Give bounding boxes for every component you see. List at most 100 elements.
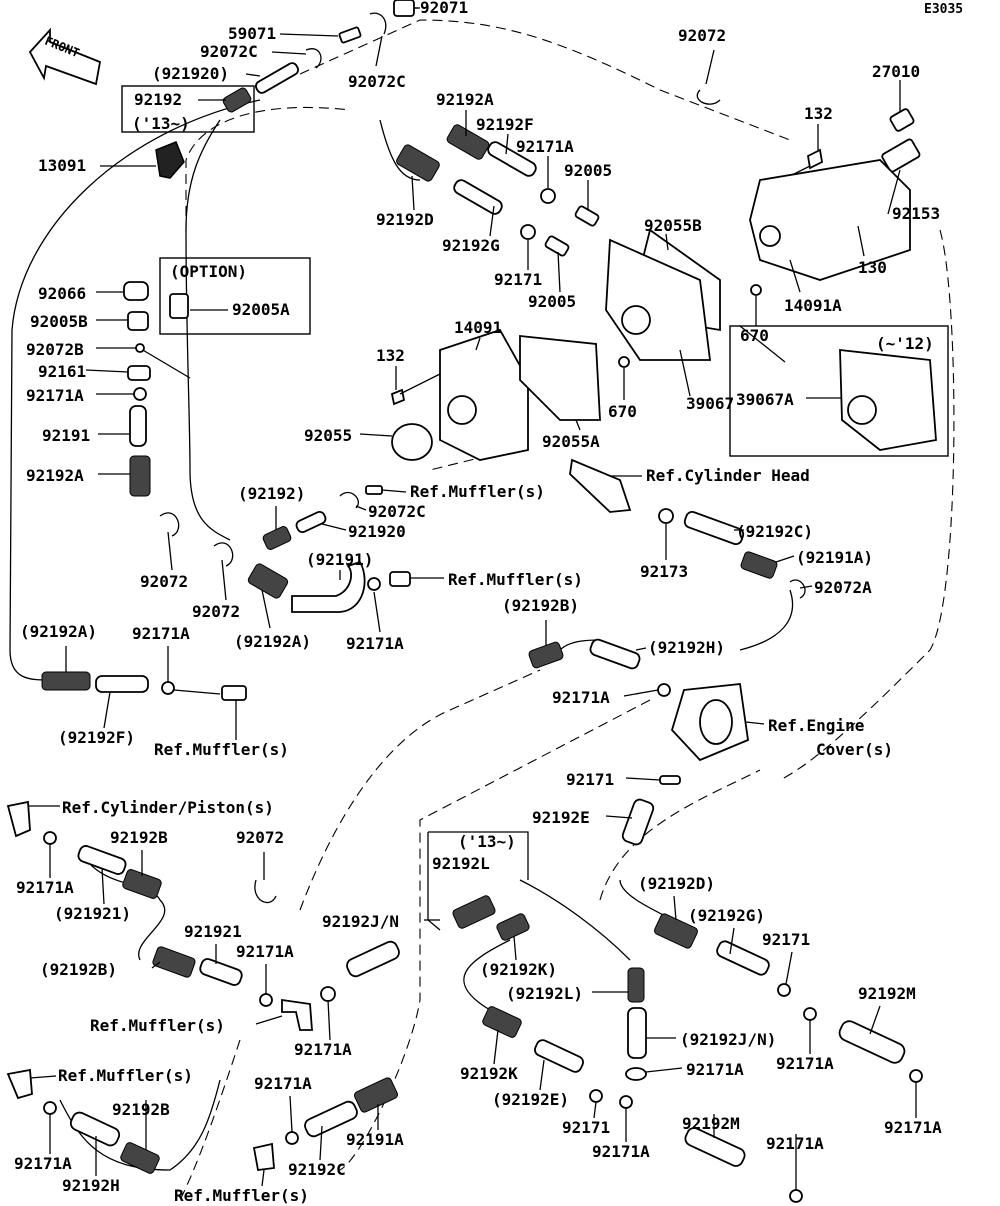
part-label-l92: 92171A bbox=[254, 1074, 312, 1093]
part-label-l91: 92192K bbox=[460, 1064, 518, 1083]
clip-92072-top-icon bbox=[696, 89, 721, 105]
hose-line-left bbox=[185, 119, 231, 541]
fitting-muffler-left-icon bbox=[173, 685, 247, 701]
clip-92072-low-icon bbox=[254, 879, 277, 904]
part-label-l86: (92192J/N) bbox=[680, 1030, 777, 1049]
dashed-guide-right-low bbox=[599, 769, 761, 901]
bolt-132-mid-icon bbox=[390, 373, 441, 406]
clamp-92171a-center-low-icon bbox=[285, 1131, 299, 1145]
part-label-l34: 92171A bbox=[26, 386, 84, 405]
hose-92191-left-icon bbox=[129, 405, 147, 447]
part-label-l93: 92192B bbox=[112, 1100, 170, 1119]
clip-92072a-icon bbox=[789, 579, 806, 599]
hose-92191-mid-icon bbox=[291, 560, 366, 613]
part-label-l08: 92072 bbox=[678, 26, 727, 45]
part-label-l89: Ref.Muffler(s) bbox=[58, 1066, 193, 1085]
cap-92066-icon bbox=[123, 281, 149, 301]
part-label-l53: 92072A bbox=[814, 578, 872, 597]
part-label-l48: (92191) bbox=[306, 550, 374, 569]
spring-92192a-mid-icon bbox=[247, 563, 289, 599]
clip-92072c-icon bbox=[305, 48, 322, 69]
part-label-l50: 92173 bbox=[640, 562, 689, 581]
spring-92192b-bottom-icon bbox=[120, 1142, 160, 1174]
part-label-l63: (92192F) bbox=[58, 728, 136, 747]
part-label-l22: 92066 bbox=[38, 284, 87, 303]
part-label-l32: 132 bbox=[376, 346, 405, 365]
part-label-l65: Cover(s) bbox=[816, 740, 894, 759]
spring-92192-mid-icon bbox=[262, 526, 292, 550]
part-label-l71: ('13~) bbox=[458, 832, 516, 851]
hose-921920-top-icon bbox=[255, 62, 299, 94]
clip-92072-mid-icon bbox=[213, 542, 234, 567]
part-label-l83: (92192L) bbox=[506, 984, 584, 1003]
part-label-l73: (92192D) bbox=[638, 874, 716, 893]
part-label-l77: 92192J/N bbox=[322, 912, 400, 931]
part-label-l88: 92171A bbox=[776, 1054, 834, 1073]
dashed-guide-left bbox=[185, 106, 351, 232]
part-label-l33: 92161 bbox=[38, 362, 87, 381]
clip-92072c-mid-icon bbox=[339, 491, 359, 509]
part-label-l07: 92072C bbox=[348, 72, 406, 91]
part-label-l64: Ref.Muffler(s) bbox=[154, 740, 289, 759]
hose-921920-mid-icon bbox=[295, 510, 327, 534]
part-label-l56: (92192A) bbox=[20, 622, 98, 641]
clamp-92171a-low2-icon bbox=[259, 993, 273, 1007]
spring-92192d-low-icon bbox=[654, 913, 698, 949]
part-label-l38: 92191 bbox=[42, 426, 91, 445]
hose-92192c-right-icon bbox=[683, 511, 745, 545]
part-label-l102: 92171A bbox=[14, 1154, 72, 1173]
hose-92192jn-right-icon bbox=[627, 1007, 647, 1059]
spring-92192b-mid-icon bbox=[528, 641, 564, 669]
part-label-l90: 92171A bbox=[686, 1060, 744, 1079]
part-label-l98: 92171 bbox=[562, 1118, 611, 1137]
part-label-l12: 92192F bbox=[476, 115, 534, 134]
part-label-l87: 92171A bbox=[294, 1040, 352, 1059]
spring-92192-top-icon bbox=[222, 87, 252, 113]
part-label-l09: 27010 bbox=[872, 62, 921, 81]
part-label-l26: 92005 bbox=[528, 292, 577, 311]
part-label-l13: 92171A bbox=[516, 137, 574, 156]
clamp-92171a-left-icon bbox=[133, 387, 147, 401]
spring-92191a-low-icon bbox=[354, 1077, 398, 1113]
hose-92192f-upper-icon bbox=[487, 141, 537, 177]
oring-670-b-icon bbox=[618, 356, 630, 368]
hose-92192e-mid-icon bbox=[621, 798, 655, 846]
part-label-l37: 39067A bbox=[736, 390, 794, 409]
dashed-guide-top bbox=[299, 19, 791, 141]
cover-14091-icon bbox=[439, 328, 529, 461]
part-label-l45: 92072C bbox=[368, 502, 426, 521]
part-label-l15: 132 bbox=[804, 104, 833, 123]
dashed-guide-low bbox=[179, 1039, 241, 1201]
clamp-92171a-92192m-bottom-icon bbox=[909, 1069, 923, 1083]
clamp-92171a-lowleft2-icon bbox=[43, 1101, 57, 1115]
part-label-l78: 921921 bbox=[184, 922, 242, 941]
hose-line-right-a bbox=[739, 589, 794, 651]
part-label-l80: 92171A bbox=[236, 942, 294, 961]
part-label-l59: 92171A bbox=[346, 634, 404, 653]
part-label-l39: 92055 bbox=[304, 426, 353, 445]
part-label-l20: 130 bbox=[858, 258, 887, 277]
clamp-92171-bottom-icon bbox=[589, 1089, 603, 1103]
oring-670-a-icon bbox=[750, 284, 762, 296]
fitting-muffler-lowleft-icon bbox=[6, 1068, 33, 1100]
part-label-l55: (92192B) bbox=[502, 596, 580, 615]
part-label-l68: 92192E bbox=[532, 808, 590, 827]
oring-92055-icon bbox=[391, 423, 433, 461]
part-label-l02: 59071 bbox=[228, 24, 277, 43]
part-label-l27: 14091A bbox=[784, 296, 842, 315]
part-label-l100: 92171A bbox=[592, 1142, 650, 1161]
part-label-l10: 13091 bbox=[38, 156, 87, 175]
part-label-l28: 670 bbox=[740, 326, 769, 345]
clamp-92171a-upper-icon bbox=[540, 188, 556, 204]
part-label-l75: (921921) bbox=[54, 904, 132, 923]
clamp-92171a-92192m-top-icon bbox=[803, 1007, 817, 1021]
part-label-l62: Ref.Engine bbox=[768, 716, 865, 735]
spring-92192b-low-icon bbox=[122, 869, 162, 899]
part-label-l74: 92171A bbox=[16, 878, 74, 897]
part-label-l85: Ref.Muffler(s) bbox=[90, 1016, 225, 1035]
clamp-92171a-engine-icon bbox=[657, 683, 671, 697]
fitting-muffler-bottom-icon bbox=[252, 1142, 275, 1171]
part-label-l25: 92171 bbox=[494, 270, 543, 289]
gasket-92055a-icon bbox=[519, 335, 601, 421]
clamp-13091-icon bbox=[155, 141, 185, 179]
